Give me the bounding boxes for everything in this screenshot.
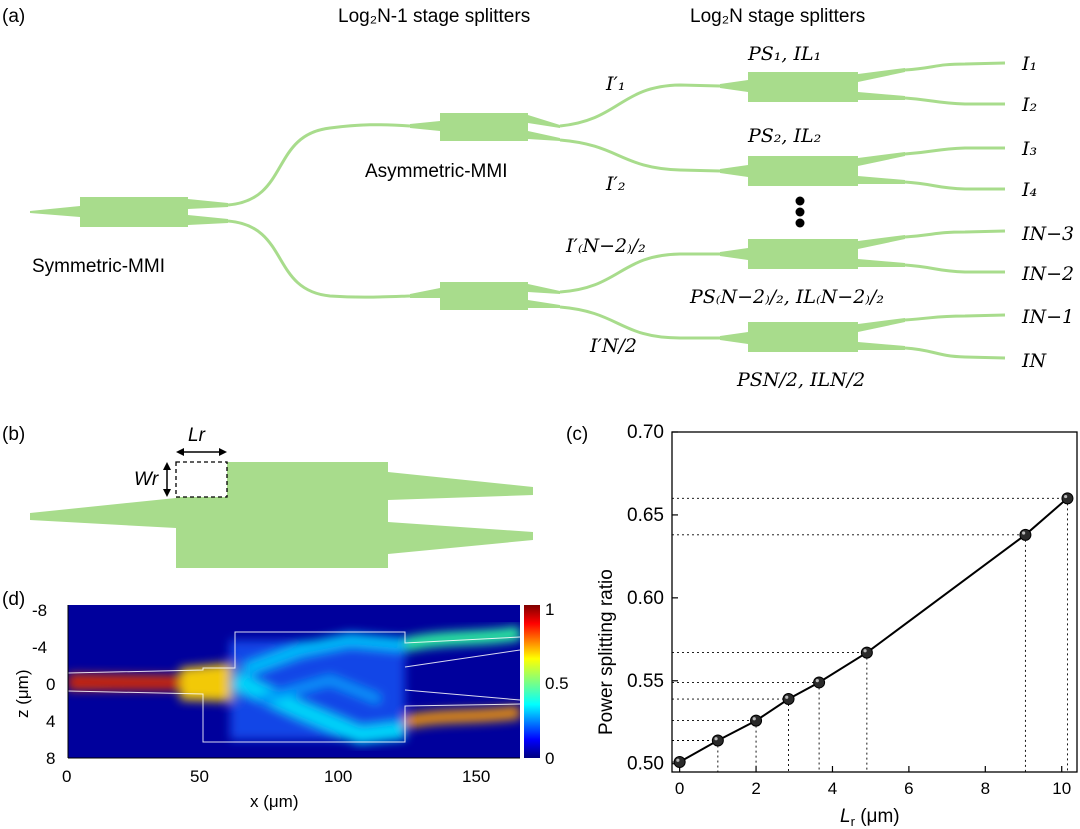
colorbar-tick-0: 0 [545, 749, 554, 768]
output-label-n: IN [1021, 350, 1048, 372]
field-map [67, 605, 540, 759]
asymmetric-mmi-label: Asymmetric-MMI [365, 161, 507, 182]
y-tick-label-1: 0.55 [627, 671, 664, 692]
output-label-n-2: IN−2 [1021, 263, 1074, 285]
y-axis-label-map: z (μm) [13, 669, 32, 718]
splitter-label-2: PS₂, IL₂ [747, 125, 821, 147]
panel-label-d: (d) [2, 589, 25, 610]
symmetric-mmi-label: Symmetric-MMI [32, 256, 165, 277]
y-tick-map-0: 0 [46, 675, 55, 694]
data-point-6 [1019, 528, 1032, 541]
x-tick-label-5: 10 [1052, 779, 1071, 798]
x-tick-map-0: 0 [62, 767, 71, 786]
data-point-5 [860, 646, 873, 659]
ellipsis-dot-1 [795, 196, 805, 206]
plot-frame [671, 431, 1078, 773]
splitter-tree [30, 61, 1006, 360]
data-point-1 [711, 734, 724, 747]
x-tick-map-50: 50 [190, 767, 209, 786]
mid-label-3: I′₍N−2₎/₂ [565, 235, 646, 257]
x-axis-label-map: x (μm) [250, 792, 299, 811]
ellipsis-dot-2 [795, 207, 805, 217]
y-tick-map-4: 4 [46, 712, 55, 731]
x-tick-map-150: 150 [462, 767, 490, 786]
data-point-highlight-0 [676, 758, 680, 762]
panel-label-a: (a) [2, 6, 25, 27]
splitter-label-3: PS₍N−2₎/₂, IL₍N−2₎/₂ [689, 286, 884, 308]
splitter-label-1: PS₁, IL₁ [747, 43, 821, 65]
ellipsis-dot-3 [795, 218, 805, 228]
panel-label-c: (c) [566, 424, 588, 445]
header-right: Log₂N stage splitters [690, 6, 865, 27]
asymmetric-mmi-geometry [30, 448, 533, 568]
output-label-n-1: IN−1 [1021, 306, 1074, 328]
data-point-highlight-4 [815, 679, 819, 683]
splitting-ratio-chart: 0 2 4 6 8 10 0.50 0.55 0.60 0.65 0.70 [627, 422, 1078, 798]
colorbar [524, 605, 540, 758]
output-label-1: I₁ [1021, 53, 1037, 75]
header-left: Log₂N-1 stage splitters [338, 6, 530, 27]
y-tick-label-3: 0.65 [627, 505, 664, 526]
data-point-highlight-1 [714, 737, 718, 741]
data-point-2 [750, 714, 763, 727]
y-tick-label-4: 0.70 [627, 422, 664, 443]
colorbar-tick-1: 1 [545, 600, 554, 619]
output-label-3: I₃ [1021, 138, 1037, 160]
x-tick-map-100: 100 [324, 767, 352, 786]
y-axis-label: Power splitting ratio [596, 569, 617, 735]
panel-label-b: (b) [2, 424, 25, 445]
x-tick-label-4: 8 [981, 779, 990, 798]
data-point-0 [673, 756, 686, 769]
y-tick-label-0: 0.50 [627, 754, 664, 775]
y-tick-map-m8: -8 [32, 601, 47, 620]
data-point-highlight-7 [1064, 494, 1068, 499]
data-point-4 [813, 676, 826, 689]
length-label-lr: Lr [188, 425, 206, 446]
x-tick-label-2: 4 [828, 779, 837, 798]
colorbar-tick-05: 0.5 [545, 674, 569, 693]
removed-region-box [175, 461, 228, 498]
output-label-n-3: IN−3 [1021, 223, 1074, 245]
output-label-4: I₄ [1021, 179, 1037, 201]
mid-label-2: I′₂ [605, 173, 625, 195]
y-tick-map-8: 8 [46, 749, 55, 768]
data-point-highlight-3 [785, 695, 789, 699]
y-tick-label-2: 0.60 [627, 588, 664, 609]
data-point-7 [1061, 492, 1074, 505]
output-label-2: I₂ [1021, 94, 1037, 116]
data-point-3 [782, 693, 795, 706]
data-point-highlight-2 [752, 717, 756, 721]
y-tick-map-m4: -4 [32, 638, 47, 657]
x-axis-label: Lr (μm) [840, 806, 900, 829]
x-tick-label-3: 6 [904, 779, 913, 798]
mid-label-4: I′N/2 [589, 335, 637, 357]
splitter-label-4: PSN/2, ILN/2 [736, 369, 865, 391]
mid-label-1: I′₁ [605, 73, 625, 95]
series-line [679, 497, 1069, 763]
x-tick-label-0: 0 [675, 779, 684, 798]
data-point-highlight-5 [863, 649, 867, 653]
width-label-wr: Wr [134, 469, 159, 490]
data-point-highlight-6 [1022, 531, 1026, 535]
x-tick-label-1: 2 [751, 779, 760, 798]
